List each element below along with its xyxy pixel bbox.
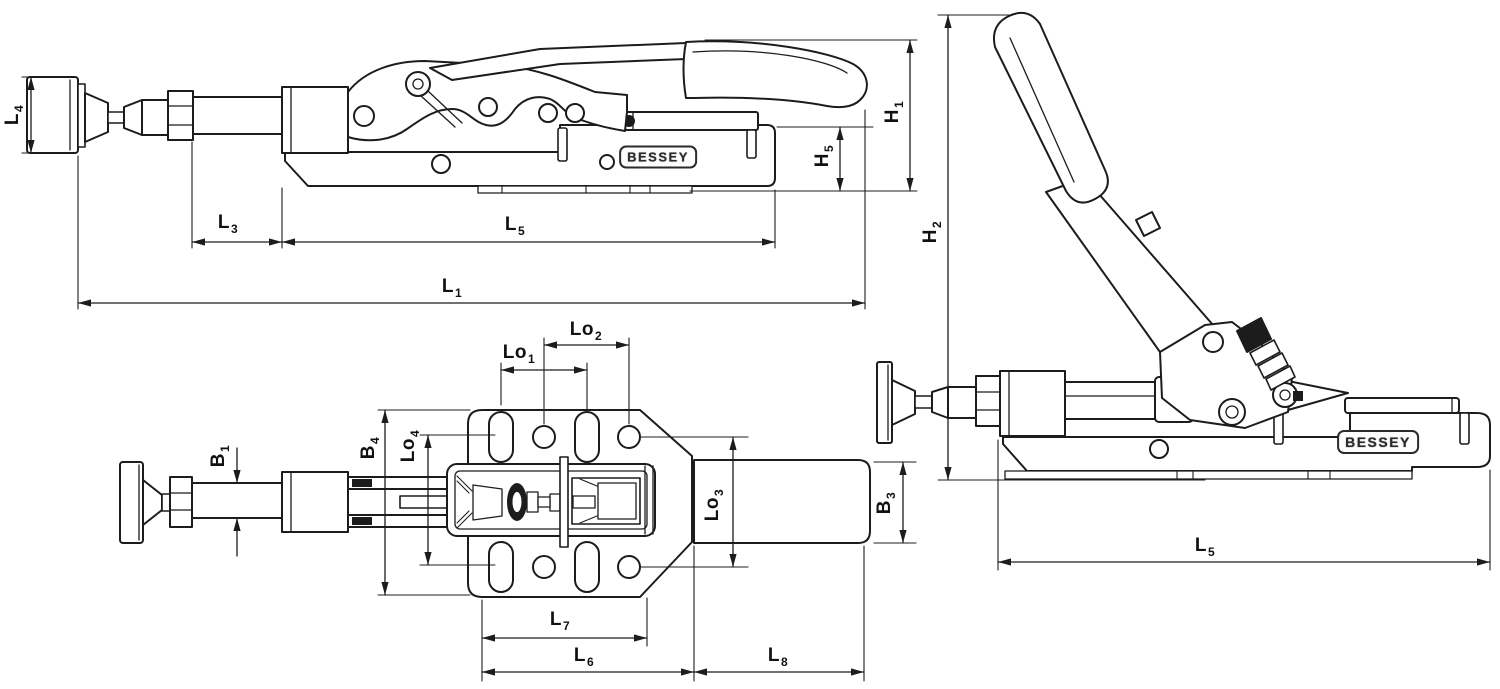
view-side-open	[876, 11, 1491, 571]
dim-label-lo4: Lo4	[398, 429, 422, 463]
dim-label-b1: B1	[208, 444, 232, 468]
dim-label-l3: L3	[217, 212, 239, 236]
dim-label-l5-top: L5	[504, 214, 526, 238]
view-side-closed	[21, 39, 918, 310]
dim-label-h1: H1	[882, 100, 906, 124]
dim-label-lo1: Lo1	[502, 342, 536, 366]
dim-label-l1: L1	[441, 276, 463, 300]
dim-label-l5-right: L5	[1194, 535, 1216, 559]
view-top-plan	[119, 337, 917, 682]
dim-label-b3: B3	[874, 491, 898, 515]
dim-label-h5: H5	[812, 144, 836, 168]
dim-label-l8: L8	[767, 645, 789, 669]
bessey-logo-right: BESSEY	[1337, 430, 1419, 454]
dim-label-h2: H2	[920, 220, 944, 244]
bessey-logo-left: BESSEY	[619, 145, 697, 169]
dim-label-l7: L7	[549, 609, 571, 633]
dim-label-b4: B4	[358, 436, 382, 460]
dim-label-lo2: Lo2	[569, 319, 603, 343]
dim-label-lo3: Lo3	[702, 488, 726, 522]
dim-label-l6: L6	[573, 645, 595, 669]
dim-label-l4: L4	[2, 104, 26, 126]
